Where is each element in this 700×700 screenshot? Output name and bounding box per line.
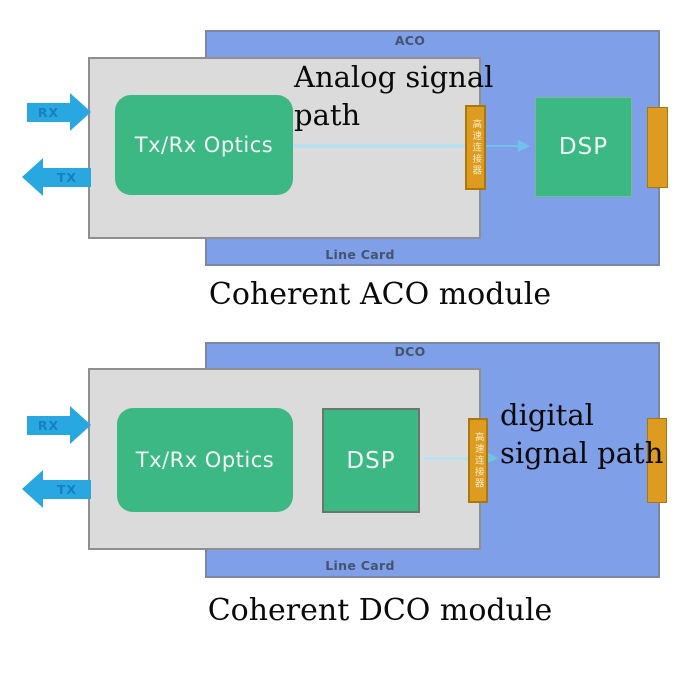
- aco-rx-arrow-head-icon: [70, 93, 91, 131]
- dco-tx-arrow-head-icon: [22, 470, 43, 508]
- aco-rx-label: RX: [37, 105, 60, 120]
- dco-highspeed-connector: 高速连接器: [468, 418, 488, 503]
- aco-signal-path-annotation: Analog signal path: [294, 58, 493, 134]
- dco-digital-signal-line: [424, 457, 488, 460]
- aco-signal-line-to-dsp: [486, 145, 518, 147]
- dco-caption: Coherent DCO module: [207, 593, 553, 628]
- dco-line-card-label: Line Card: [325, 558, 395, 573]
- dco-annotation-line1: digital: [500, 398, 594, 432]
- dco-signal-path-annotation: digital signal path: [500, 396, 663, 472]
- aco-tx-arrow-head-icon: [22, 158, 43, 196]
- dco-rx-arrow: RX: [27, 416, 70, 435]
- aco-tx-label: TX: [56, 170, 78, 185]
- aco-connector-label: 高速连接器: [470, 118, 482, 177]
- aco-dsp-chip: DSP: [535, 97, 632, 197]
- aco-annotation-line1: Analog signal: [294, 60, 494, 94]
- aco-highspeed-connector: 高速连接器: [465, 105, 486, 190]
- dco-optics-label: Tx/Rx Optics: [135, 448, 275, 472]
- dco-signal-arrowhead-icon: [486, 452, 498, 464]
- aco-annotation-line2: path: [294, 98, 361, 132]
- aco-tx-arrow: TX: [43, 168, 91, 187]
- aco-signal-arrowhead-icon: [518, 140, 530, 152]
- dco-dsp-chip: DSP: [322, 408, 420, 513]
- aco-dsp-label: DSP: [558, 134, 609, 160]
- dco-connector-label: 高速连接器: [472, 431, 484, 490]
- dco-annotation-line2: signal path: [500, 436, 664, 470]
- aco-rx-arrow: RX: [27, 103, 70, 122]
- aco-line-card-label: Line Card: [325, 247, 395, 262]
- aco-edge-connector-bar: [647, 107, 668, 188]
- aco-analog-signal-line: [293, 144, 467, 148]
- dco-optics-chip: Tx/Rx Optics: [117, 408, 293, 512]
- dco-module-label: DCO: [394, 344, 426, 359]
- dco-edge-connector-bar: [647, 418, 667, 503]
- dco-dsp-label: DSP: [346, 447, 396, 474]
- aco-optics-label: Tx/Rx Optics: [134, 133, 274, 157]
- aco-optics-chip: Tx/Rx Optics: [115, 95, 293, 195]
- aco-module-label: ACO: [394, 33, 426, 48]
- dco-rx-arrow-head-icon: [70, 406, 91, 444]
- dco-tx-label: TX: [56, 482, 78, 497]
- aco-caption: Coherent ACO module: [208, 277, 552, 312]
- dco-tx-arrow: TX: [43, 480, 91, 499]
- dco-rx-label: RX: [37, 418, 60, 433]
